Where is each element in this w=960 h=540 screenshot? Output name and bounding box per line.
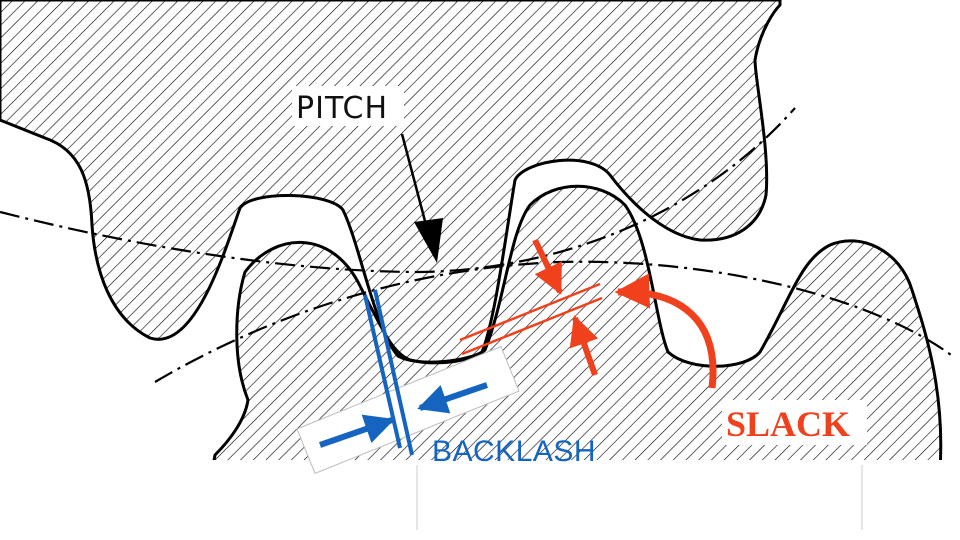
upper-gear (0, 0, 782, 364)
slack-label-bg (722, 400, 867, 445)
backlash-arrow-left (319, 414, 395, 448)
slack-curved-arrow (614, 273, 717, 389)
pitch-arrowhead (414, 218, 443, 263)
slack-arrow-down (532, 238, 563, 295)
slack-label: SLACK (726, 404, 850, 444)
upper-pitch-line (0, 107, 796, 274)
slack-line-top (459, 282, 601, 342)
slack-arrow-up (569, 315, 599, 376)
backlash-line-right (373, 289, 414, 456)
pitch-label: PITCH (296, 91, 388, 126)
slack-line-bottom (461, 296, 603, 356)
pitch-label-bg (292, 86, 404, 126)
backlash-arrow-right (417, 382, 488, 414)
backlash-label: BACKLASH (432, 435, 596, 468)
backlash-label-box (296, 345, 520, 475)
